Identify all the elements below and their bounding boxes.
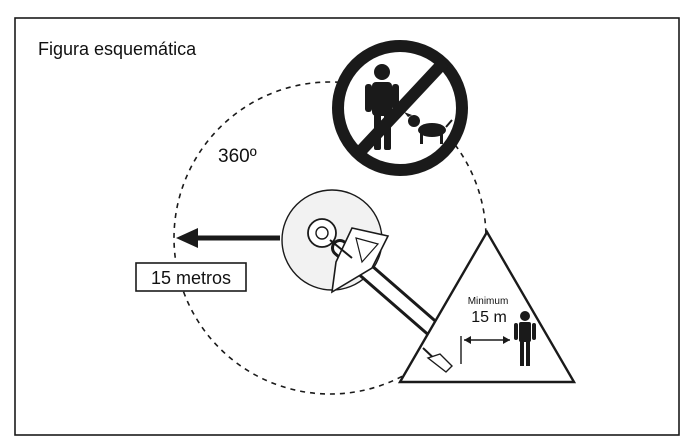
warning-triangle-icon: Minimum 15 m xyxy=(397,229,577,384)
arrow-left-icon xyxy=(176,228,280,248)
figure-title: Figura esquemática xyxy=(38,39,197,59)
minimum-label: Minimum xyxy=(468,296,509,307)
angle-label: 360º xyxy=(218,146,257,167)
person-icon xyxy=(514,311,536,366)
figure-frame xyxy=(14,17,680,436)
distance-box: 15 metros xyxy=(135,262,247,292)
no-people-no-animals-sign-icon xyxy=(332,40,468,176)
minimum-distance-label: 15 m xyxy=(471,309,507,326)
dog-icon xyxy=(404,112,453,144)
trimmer-head-icon xyxy=(281,189,449,344)
distance-label: 15 metros xyxy=(151,268,231,288)
